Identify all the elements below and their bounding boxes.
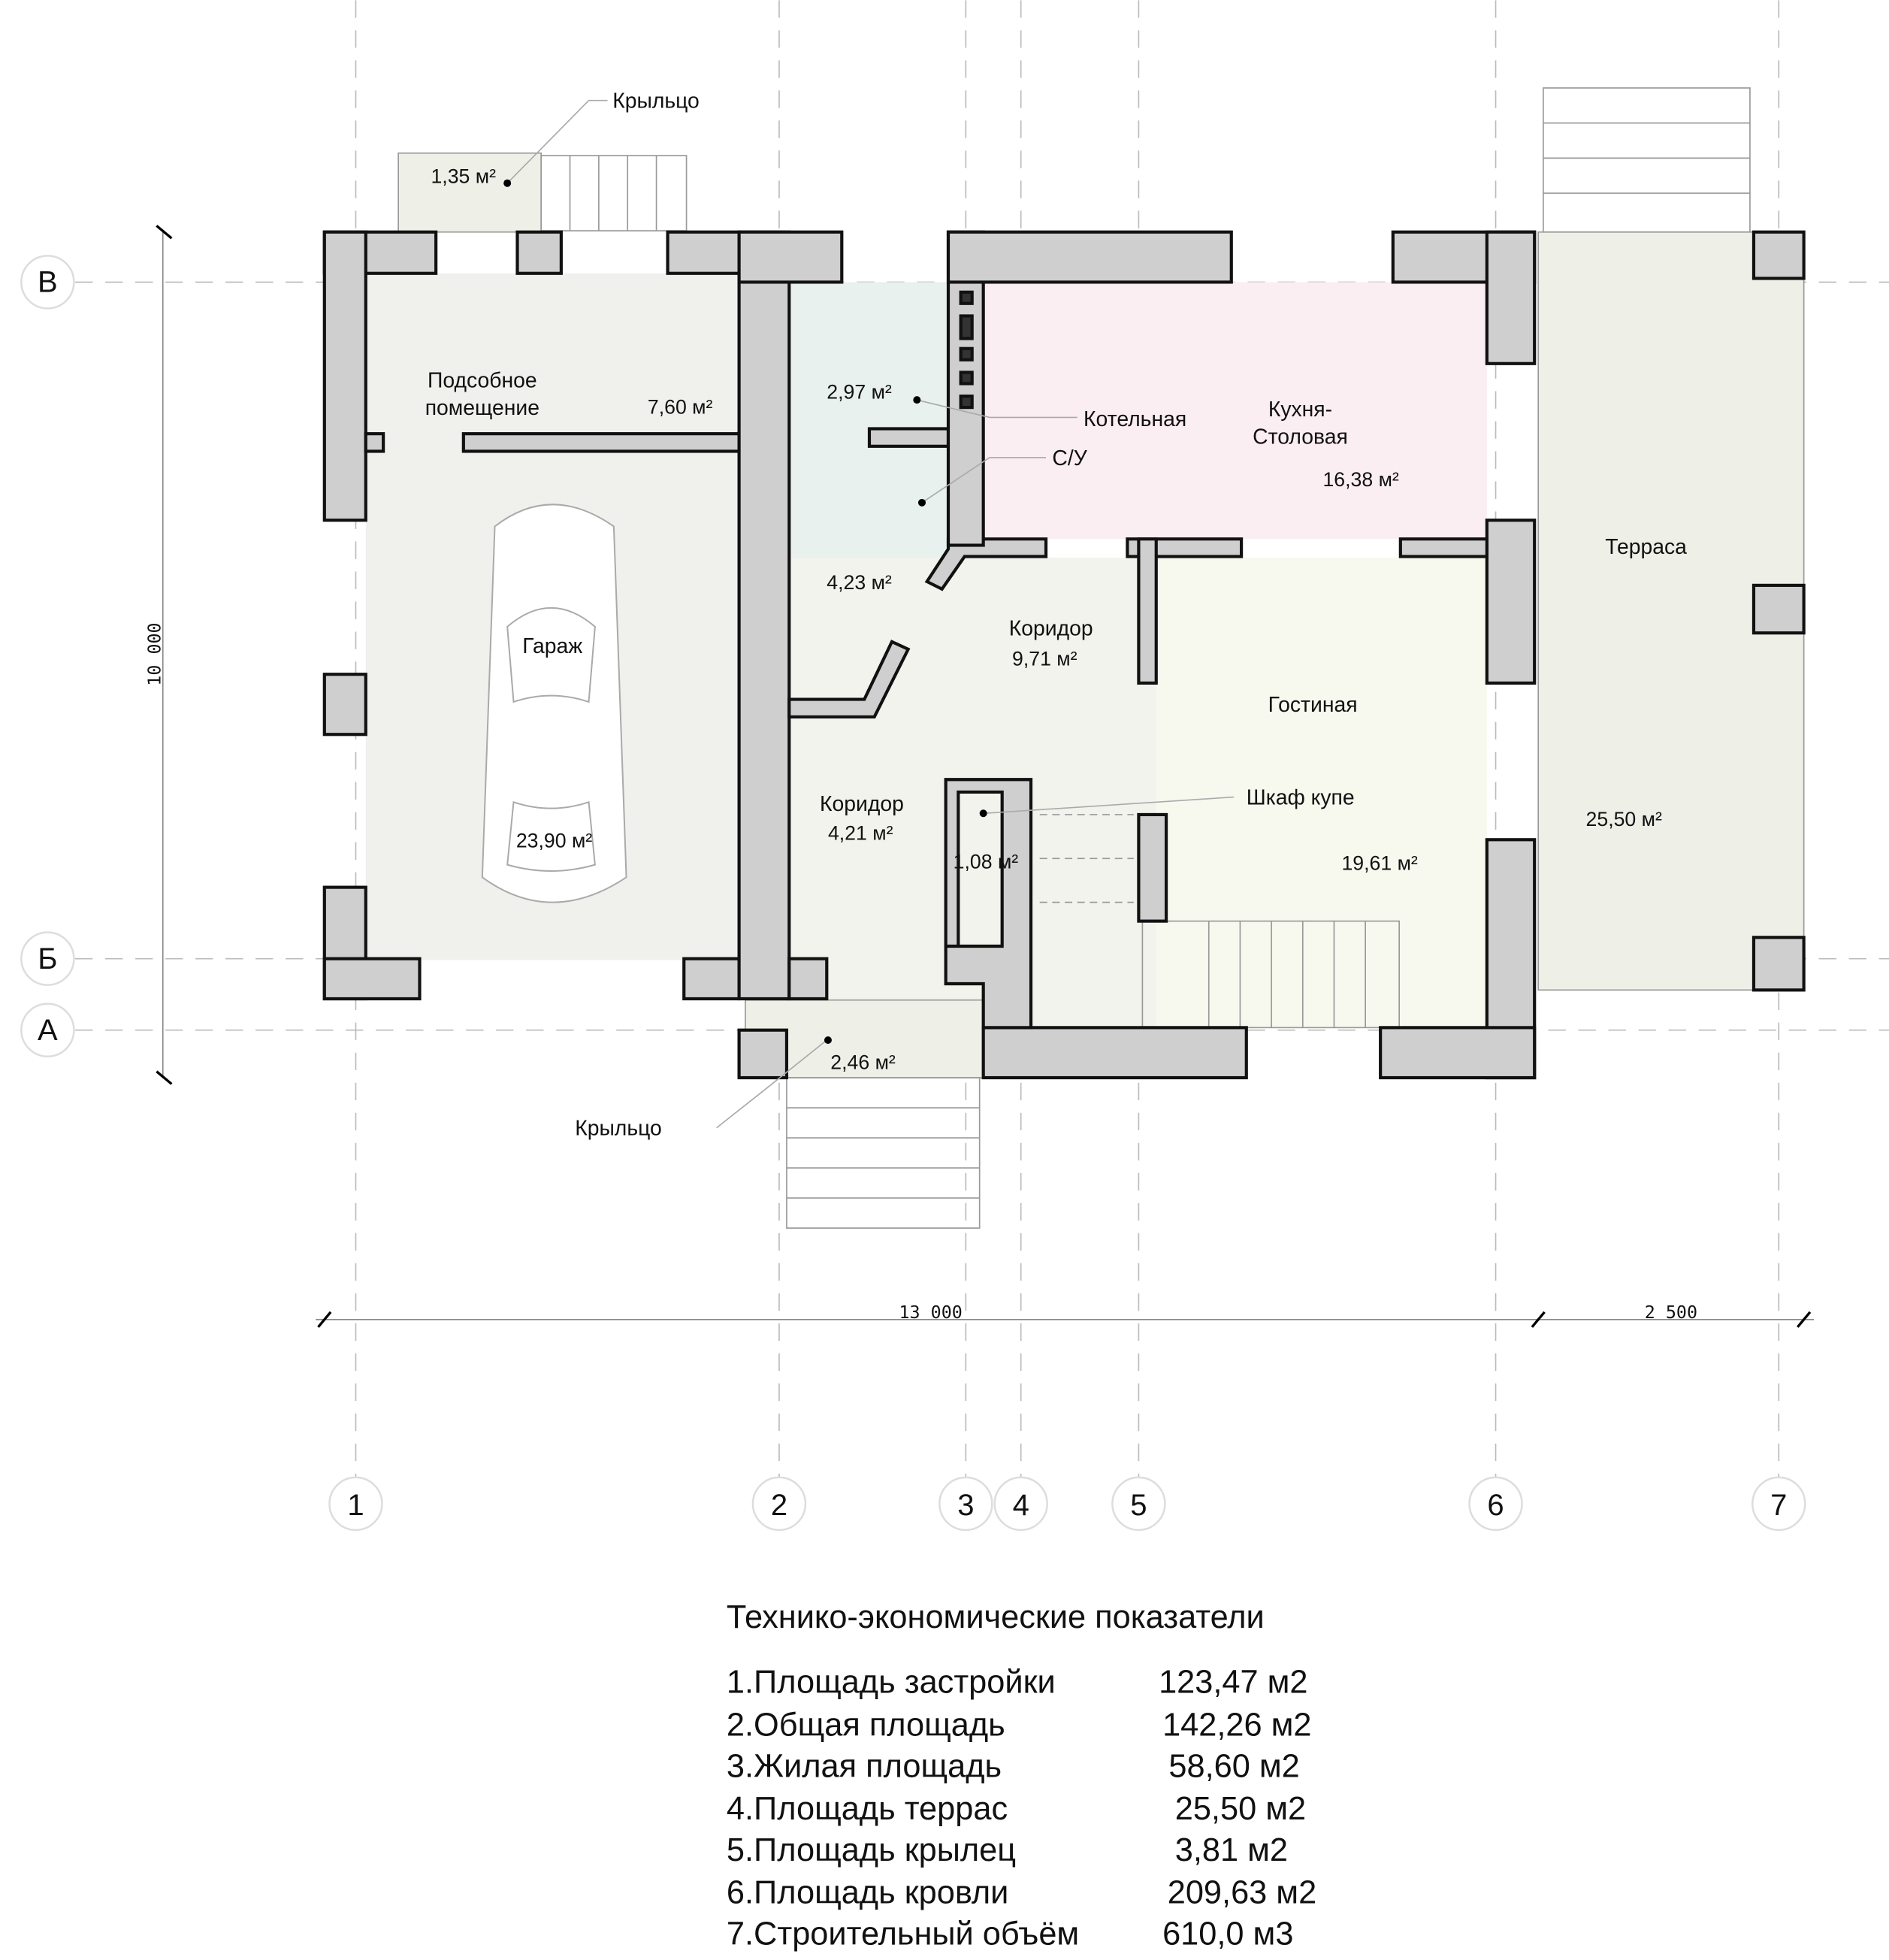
car-icon [481,504,627,903]
floor-living [1156,558,1487,1028]
dimension-height: 10 000 [144,622,165,685]
room-area: 16,38 м² [1322,468,1398,491]
room-area: 2,97 м² [827,380,892,403]
table-row-label: 3.Жилая площадь [727,1748,1002,1784]
table-row-value: 209,63 м2 [1168,1875,1316,1911]
dimension-lines [156,225,1814,1328]
table-row-label: 5.Площадь крылец [727,1832,1016,1868]
axis-label: Б [38,942,57,975]
room-name: Подсобное [428,368,537,392]
axis-label: 6 [1487,1489,1504,1522]
table-row-value: 610,0 м3 [1162,1916,1293,1952]
indicators-table: Технико-экономические показатели 1.Площа… [727,1599,1316,1952]
room-area: 19,61 м² [1341,851,1417,874]
axis-bubbles: В Б А 1 2 3 4 5 6 7 [20,255,1806,1532]
table-row-value: 58,60 м2 [1168,1748,1299,1784]
room-name: Столовая [1253,425,1348,449]
room-name: Крыльцо [575,1117,662,1141]
table-row-label: 4.Площадь террас [727,1791,1008,1827]
axis-label: В [38,266,58,299]
room-area: 25,50 м² [1586,808,1662,830]
room-name: Гостиная [1268,693,1358,717]
stairs-porch-top [540,155,688,231]
table-row-value: 3,81 м2 [1175,1832,1288,1868]
table-row-label: 7.Строительный объём [727,1916,1079,1952]
axis-label: 7 [1770,1489,1787,1522]
room-markers [503,179,987,1045]
floor-porch-top [397,152,543,233]
axis-label: 2 [771,1489,787,1522]
room-name: Коридор [820,792,904,816]
axis-label: 5 [1130,1489,1147,1522]
room-name: Котельная [1084,407,1186,431]
room-area: 2,46 м² [830,1051,896,1073]
room-name: Шкаф купе [1247,786,1355,810]
table-row-label: 1.Площадь застройки [727,1665,1056,1701]
dimension-width-terrace: 2 500 [1645,1302,1697,1323]
room-name: Кухня- [1268,398,1332,422]
walls [322,230,1806,1080]
room-area: 1,08 м² [954,851,1019,873]
room-name: Коридор [1009,617,1093,641]
table-row-label: 2.Общая площадь [727,1707,1005,1743]
room-area: 4,23 м² [827,571,892,594]
room-area: 23,90 м² [516,829,592,851]
room-name: помещение [425,396,539,420]
leader-lines [506,99,1235,1129]
room-name: Гараж [522,634,582,658]
room-name: Крыльцо [612,89,700,113]
table-title: Технико-экономические показатели [727,1599,1265,1635]
dimension-width-main: 13 000 [899,1302,963,1323]
room-area: 9,71 м² [1012,648,1077,670]
room-name: Терраса [1605,535,1687,559]
axis-label: 1 [347,1489,364,1522]
table-row-label: 6.Площадь кровли [727,1875,1008,1911]
stairs-terrace [1543,87,1751,233]
room-area: 7,60 м² [648,395,713,418]
table-row-value: 142,26 м2 [1162,1707,1311,1743]
table-row-value: 123,47 м2 [1159,1665,1307,1701]
stairs-interior [1039,814,1400,1029]
room-name: С/У [1052,446,1087,470]
axis-label: 4 [1013,1489,1029,1522]
stairs-porch-bottom [786,1077,981,1229]
floor-kitchen [983,282,1487,540]
table-row-value: 25,50 м2 [1175,1791,1306,1827]
room-area: 4,21 м² [828,821,893,844]
room-area: 1,35 м² [431,165,496,188]
axis-label: А [38,1014,58,1047]
axis-label: 3 [957,1489,974,1522]
